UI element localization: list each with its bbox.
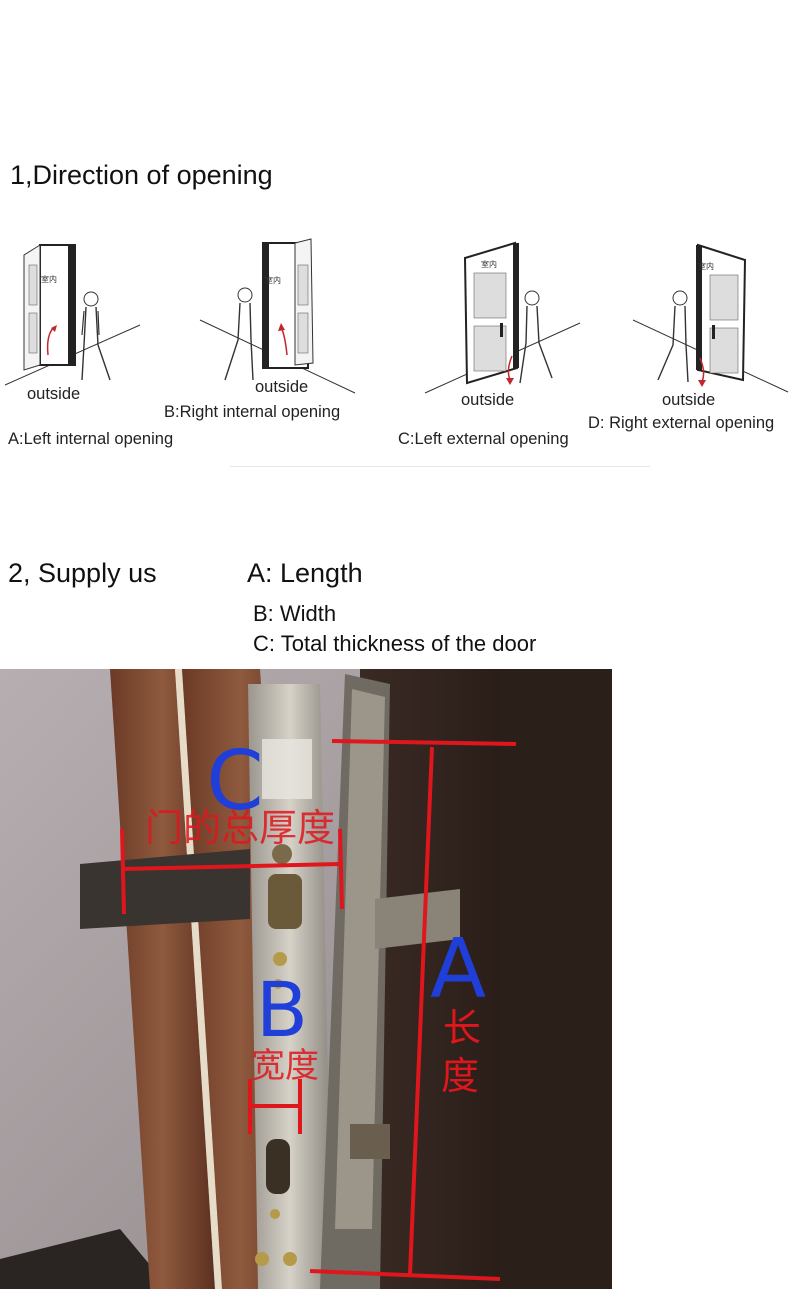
outside-label-d: outside — [662, 391, 716, 409]
requirement-length: A: Length — [247, 558, 363, 588]
lock-photo: 门的总厚度 长 度 宽度 C A B — [0, 669, 612, 1289]
room-label-a: 室内 — [41, 275, 57, 284]
caption-left-external: C:Left external opening — [398, 430, 569, 448]
section-divider — [230, 466, 650, 467]
outside-label-c: outside — [461, 391, 515, 409]
letter-b: B — [256, 965, 308, 1054]
room-label-b: 室内 — [265, 276, 281, 285]
outside-label-a: outside — [27, 385, 81, 403]
diagram-left-internal — [4, 244, 141, 386]
room-label-d: 室内 — [698, 262, 714, 271]
label-c-thickness: 门的总厚度 — [145, 806, 335, 850]
caption-right-external: D: Right external opening — [588, 414, 775, 432]
diagram-left-external — [424, 241, 581, 394]
diagram-right-internal — [199, 238, 356, 394]
requirement-width: B: Width — [253, 601, 337, 626]
caption-left-internal: A:Left internal opening — [8, 430, 174, 448]
section-1-title: 1,Direction of opening — [10, 160, 273, 190]
label-b-width: 宽度 — [251, 1046, 319, 1086]
label-a-length-1: 长 — [443, 1006, 481, 1050]
section-2-title: 2, Supply us — [8, 558, 157, 588]
letter-c: C — [206, 734, 263, 829]
label-a-length-2: 度 — [441, 1054, 479, 1098]
caption-right-internal: B:Right internal opening — [164, 403, 341, 421]
requirement-thickness: C: Total thickness of the door — [253, 631, 537, 656]
outside-label-b: outside — [255, 378, 309, 396]
room-label-c: 室内 — [481, 260, 497, 269]
letter-a: A — [430, 922, 486, 1017]
diagram-right-external — [632, 243, 789, 393]
